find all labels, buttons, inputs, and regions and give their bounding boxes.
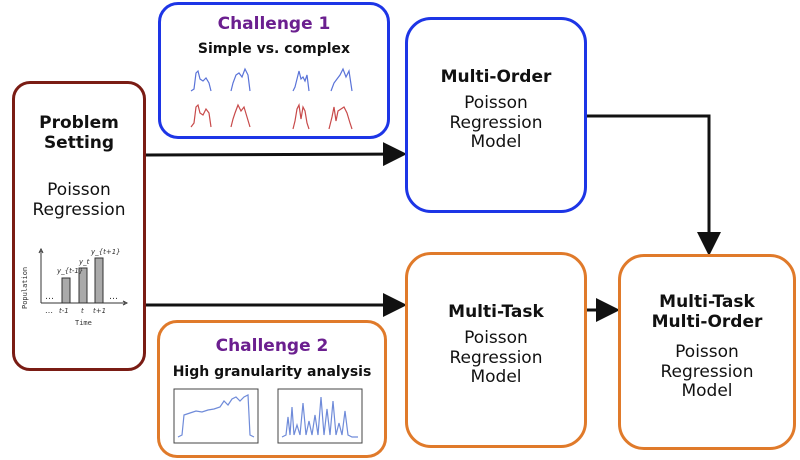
mtmo-title-line1: Multi-Task bbox=[659, 292, 755, 312]
challenge1-title: Challenge 1 bbox=[217, 14, 331, 34]
inset-label-next: y_{t+1} bbox=[90, 248, 121, 256]
mtmo-line3: Model bbox=[681, 381, 733, 402]
inset-label-prev: y_{t-1} bbox=[56, 267, 83, 275]
inset-ylabel: Population bbox=[21, 267, 29, 309]
ch1-complex-blue-left bbox=[292, 70, 310, 92]
population-bar-inset: Population … … y_{t-1} y_t y_{t+1} … t-1… bbox=[21, 247, 129, 327]
multi-order-line3: Model bbox=[470, 132, 522, 153]
inset-label-cur: y_t bbox=[78, 258, 90, 266]
challenge2-thumbnails bbox=[173, 388, 363, 444]
arrow-problem-to-multi-order bbox=[145, 142, 407, 167]
ch2-thumb-right-line bbox=[281, 396, 358, 438]
inset-ellipsis-x: … bbox=[45, 306, 53, 315]
multi-task-box: Multi-Task Poisson Regression Model bbox=[405, 252, 587, 448]
problem-subtitle: Poisson Regression bbox=[15, 180, 143, 220]
problem-title: Problem Setting bbox=[15, 113, 143, 153]
mtmo-title-line2: Multi-Order bbox=[651, 311, 763, 332]
ch1-simple-red-left bbox=[190, 103, 212, 128]
inset-tick-prev: t-1 bbox=[59, 307, 69, 315]
mtmo-title: Multi-Task Multi-Order bbox=[621, 292, 793, 332]
ch1-simple-blue-left bbox=[190, 69, 212, 92]
inset-bar-next bbox=[94, 257, 104, 304]
multi-order-line2: Regression bbox=[449, 112, 543, 133]
inset-bar-prev bbox=[61, 277, 71, 304]
arrow-multi-order-to-mtmo bbox=[587, 114, 721, 256]
ch1-simple-red-right bbox=[230, 103, 251, 128]
ch1-complex-red-left bbox=[292, 103, 310, 130]
inset-tick-next: t+1 bbox=[93, 307, 106, 315]
inset-ellipsis-right: … bbox=[109, 292, 118, 302]
multi-order-title: Multi-Order bbox=[440, 67, 552, 87]
problem-sub-line1: Poisson bbox=[47, 180, 111, 200]
challenge1-box: Challenge 1 Simple vs. complex bbox=[158, 2, 390, 139]
inset-bar-cur bbox=[78, 267, 88, 304]
inset-xlabel: Time bbox=[75, 319, 92, 327]
challenge1-subtitle: Simple vs. complex bbox=[197, 41, 351, 57]
inset-tick-cur: t bbox=[81, 307, 84, 315]
challenge2-box: Challenge 2 High granularity analysis bbox=[157, 320, 387, 458]
multi-task-line3: Model bbox=[470, 367, 522, 388]
multi-task-line2: Regression bbox=[449, 347, 543, 368]
problem-title-line1: Problem bbox=[39, 113, 119, 133]
problem-title-line2: Setting bbox=[43, 132, 115, 153]
ch2-thumb-left-frame bbox=[173, 388, 259, 444]
challenge2-subtitle: High granularity analysis bbox=[172, 364, 372, 380]
multi-task-line1: Poisson bbox=[464, 328, 528, 348]
mtmo-body: Poisson Regression Model bbox=[621, 342, 793, 402]
multi-task-multi-order-box: Multi-Task Multi-Order Poisson Regressio… bbox=[618, 254, 796, 450]
mtmo-line1: Poisson bbox=[675, 342, 739, 362]
ch2-thumb-left-line bbox=[177, 394, 255, 438]
problem-setting-box: Problem Setting Poisson Regression Popul… bbox=[12, 81, 146, 371]
ch1-complex-red-right bbox=[328, 106, 353, 130]
challenge1-thumbnails bbox=[190, 67, 353, 130]
inset-ellipsis-left: … bbox=[45, 292, 54, 302]
multi-order-line1: Poisson bbox=[464, 93, 528, 113]
multi-task-body: Poisson Regression Model bbox=[408, 328, 584, 388]
ch1-complex-blue-right bbox=[330, 67, 353, 92]
challenge2-title: Challenge 2 bbox=[215, 336, 329, 356]
mtmo-line2: Regression bbox=[660, 361, 754, 382]
problem-sub-line2: Regression bbox=[32, 199, 126, 220]
ch1-simple-blue-right bbox=[230, 67, 251, 92]
multi-order-body: Poisson Regression Model bbox=[408, 93, 584, 153]
multi-task-title: Multi-Task bbox=[448, 302, 544, 322]
multi-order-box: Multi-Order Poisson Regression Model bbox=[405, 17, 587, 213]
